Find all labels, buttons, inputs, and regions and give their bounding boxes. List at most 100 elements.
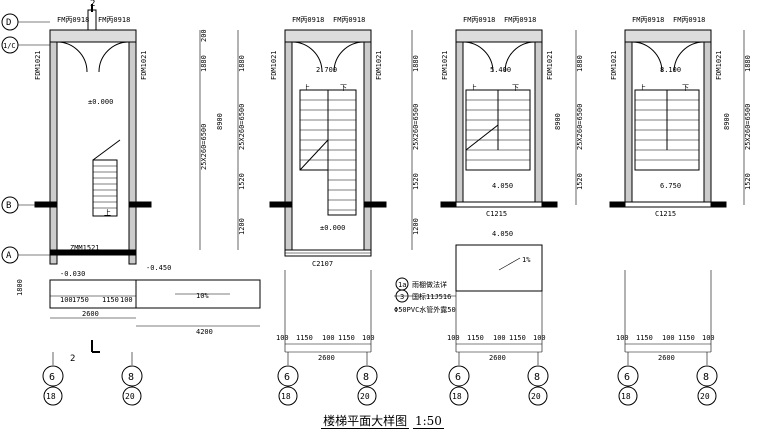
dim-right-2: 1880 bbox=[200, 55, 208, 72]
section-label-top: 2 bbox=[90, 0, 95, 9]
door-top-right: FM丙0918 bbox=[504, 16, 536, 24]
dim-right-3: 25X260=6500 bbox=[200, 124, 208, 170]
plan-second bbox=[237, 29, 413, 353]
dim-bottom-3: 100 bbox=[493, 334, 506, 342]
stair-plan-drawing: 2 2 FM丙0918 FM丙0918 FDM1021 FDM1021 ±0.0… bbox=[1, 0, 752, 406]
total-width: 2600 bbox=[489, 354, 506, 362]
note-3: 3 bbox=[400, 293, 404, 301]
elevation-floor: ±0.000 bbox=[320, 224, 345, 232]
dim-left-5: 1200 bbox=[238, 218, 246, 235]
drawing-caption: 楼梯平面大样图 1:50 bbox=[0, 412, 765, 429]
dim-bottom-3: 100 bbox=[322, 334, 335, 342]
dim-right-3: 25X260=6500 bbox=[576, 104, 584, 150]
dim-bottom-4: 1150 bbox=[678, 334, 695, 342]
top-slab bbox=[455, 29, 543, 43]
svg-text:20: 20 bbox=[700, 392, 710, 401]
plan-fourth-text: FM丙0918 FM丙0918 FDM1021 FDM1021 8.100 上 … bbox=[610, 16, 752, 362]
dim-bottom-2: 1150 bbox=[467, 334, 484, 342]
door-top-left: FM丙0918 bbox=[57, 16, 89, 24]
window bbox=[455, 201, 543, 208]
plan-ground-floor bbox=[34, 4, 261, 353]
note-std: 国标11J516 bbox=[412, 292, 451, 301]
dim-right-2: 1880 bbox=[576, 55, 584, 72]
dim-bottom-3: 1150 bbox=[102, 296, 119, 304]
dim-right-4: 1520 bbox=[412, 173, 420, 190]
door-right: FDM1021 bbox=[140, 50, 148, 80]
svg-text:20: 20 bbox=[360, 392, 370, 401]
door-top-right: FM丙0918 bbox=[98, 16, 130, 24]
caption-title: 楼梯平面大样图 bbox=[321, 414, 410, 429]
note-1a: 1a bbox=[398, 281, 406, 289]
dim-bottom-5: 100 bbox=[533, 334, 546, 342]
ramp bbox=[135, 279, 261, 309]
svg-text:18: 18 bbox=[452, 392, 462, 401]
plan-third bbox=[394, 29, 577, 353]
ramp-side: 1800 bbox=[16, 279, 24, 296]
dim-bottom-4: 1150 bbox=[338, 334, 355, 342]
caption-scale: 1:50 bbox=[412, 414, 444, 429]
svg-text:18: 18 bbox=[46, 392, 56, 401]
dim-right-3: 25X260=6500 bbox=[412, 104, 420, 150]
right-wall bbox=[128, 41, 137, 265]
wall-stub-right bbox=[363, 201, 387, 208]
door-left: FDM1021 bbox=[34, 50, 42, 80]
elevation-out: -0.450 bbox=[146, 264, 171, 272]
elevation-landing: 2.700 bbox=[316, 66, 337, 74]
axis-bubble-1c: 1/C bbox=[1, 36, 50, 54]
wall-stub-b-right bbox=[128, 201, 152, 208]
axis-bubble-b: B bbox=[1, 196, 35, 214]
door-swing-left bbox=[631, 41, 663, 73]
left-wall bbox=[284, 41, 293, 253]
door-swing-left bbox=[462, 41, 494, 73]
door-top-left: FM丙0918 bbox=[463, 16, 495, 24]
left-wall bbox=[624, 41, 633, 208]
door-right: FDM1021 bbox=[715, 50, 723, 80]
break-line bbox=[465, 124, 499, 151]
total-width: 2600 bbox=[658, 354, 675, 362]
canopy bbox=[455, 244, 543, 292]
svg-text:8: 8 bbox=[703, 372, 709, 383]
window-label: C1215 bbox=[486, 210, 507, 218]
stair-treads bbox=[300, 99, 356, 211]
svg-text:B: B bbox=[6, 201, 11, 211]
top-slab bbox=[624, 29, 712, 43]
svg-text:A: A bbox=[6, 251, 12, 261]
axis-bubble-d: D bbox=[1, 13, 50, 31]
plan-ground-text: 2 2 FM丙0918 FM丙0918 FDM1021 FDM1021 ±0.0… bbox=[16, 0, 213, 364]
top-slab bbox=[49, 29, 137, 43]
up-label: 上 bbox=[303, 83, 310, 92]
section-label-bottom: 2 bbox=[70, 354, 75, 364]
stair-treads bbox=[93, 165, 117, 209]
door-top-right: FM丙0918 bbox=[673, 16, 705, 24]
entrance-door bbox=[49, 249, 137, 256]
door-swing-left bbox=[56, 41, 88, 73]
left-wall bbox=[455, 41, 464, 208]
slope-arrow bbox=[498, 257, 521, 271]
dim-bottom-1: 100 bbox=[616, 334, 629, 342]
plan-third-text: FM丙0918 FM丙0918 FDM1021 FDM1021 5.400 上 … bbox=[394, 16, 584, 362]
down-label: 下 bbox=[340, 84, 347, 92]
door-swing-right bbox=[98, 41, 130, 73]
svg-text:18: 18 bbox=[621, 392, 631, 401]
axis-pair-2: 6 18 8 20 bbox=[277, 352, 378, 406]
door-top-right: FM丙0918 bbox=[333, 16, 365, 24]
slope: 1% bbox=[522, 256, 531, 264]
top-slab bbox=[284, 29, 372, 43]
elevation-mid: 4.050 bbox=[492, 182, 513, 190]
svg-text:8: 8 bbox=[363, 372, 369, 383]
elevation-main: ±0.000 bbox=[88, 98, 113, 106]
dim-far: 8900 bbox=[554, 113, 562, 130]
door-right: FDM1021 bbox=[546, 50, 554, 80]
elevation-low: -0.030 bbox=[60, 270, 85, 278]
dim-bottom-1: 100 bbox=[60, 296, 73, 304]
dim-left-4: 1520 bbox=[238, 173, 246, 190]
stair-treads bbox=[635, 99, 699, 161]
up-label: 上 bbox=[470, 83, 477, 92]
svg-text:8: 8 bbox=[534, 372, 540, 383]
dim-bottom-1: 100 bbox=[276, 334, 289, 342]
dim-bottom-5: 100 bbox=[702, 334, 715, 342]
dim-bottom-4: 100 bbox=[120, 296, 133, 304]
dim-right-1: 200 bbox=[200, 29, 208, 42]
window-label: C1215 bbox=[655, 210, 676, 218]
break-line bbox=[299, 139, 329, 171]
